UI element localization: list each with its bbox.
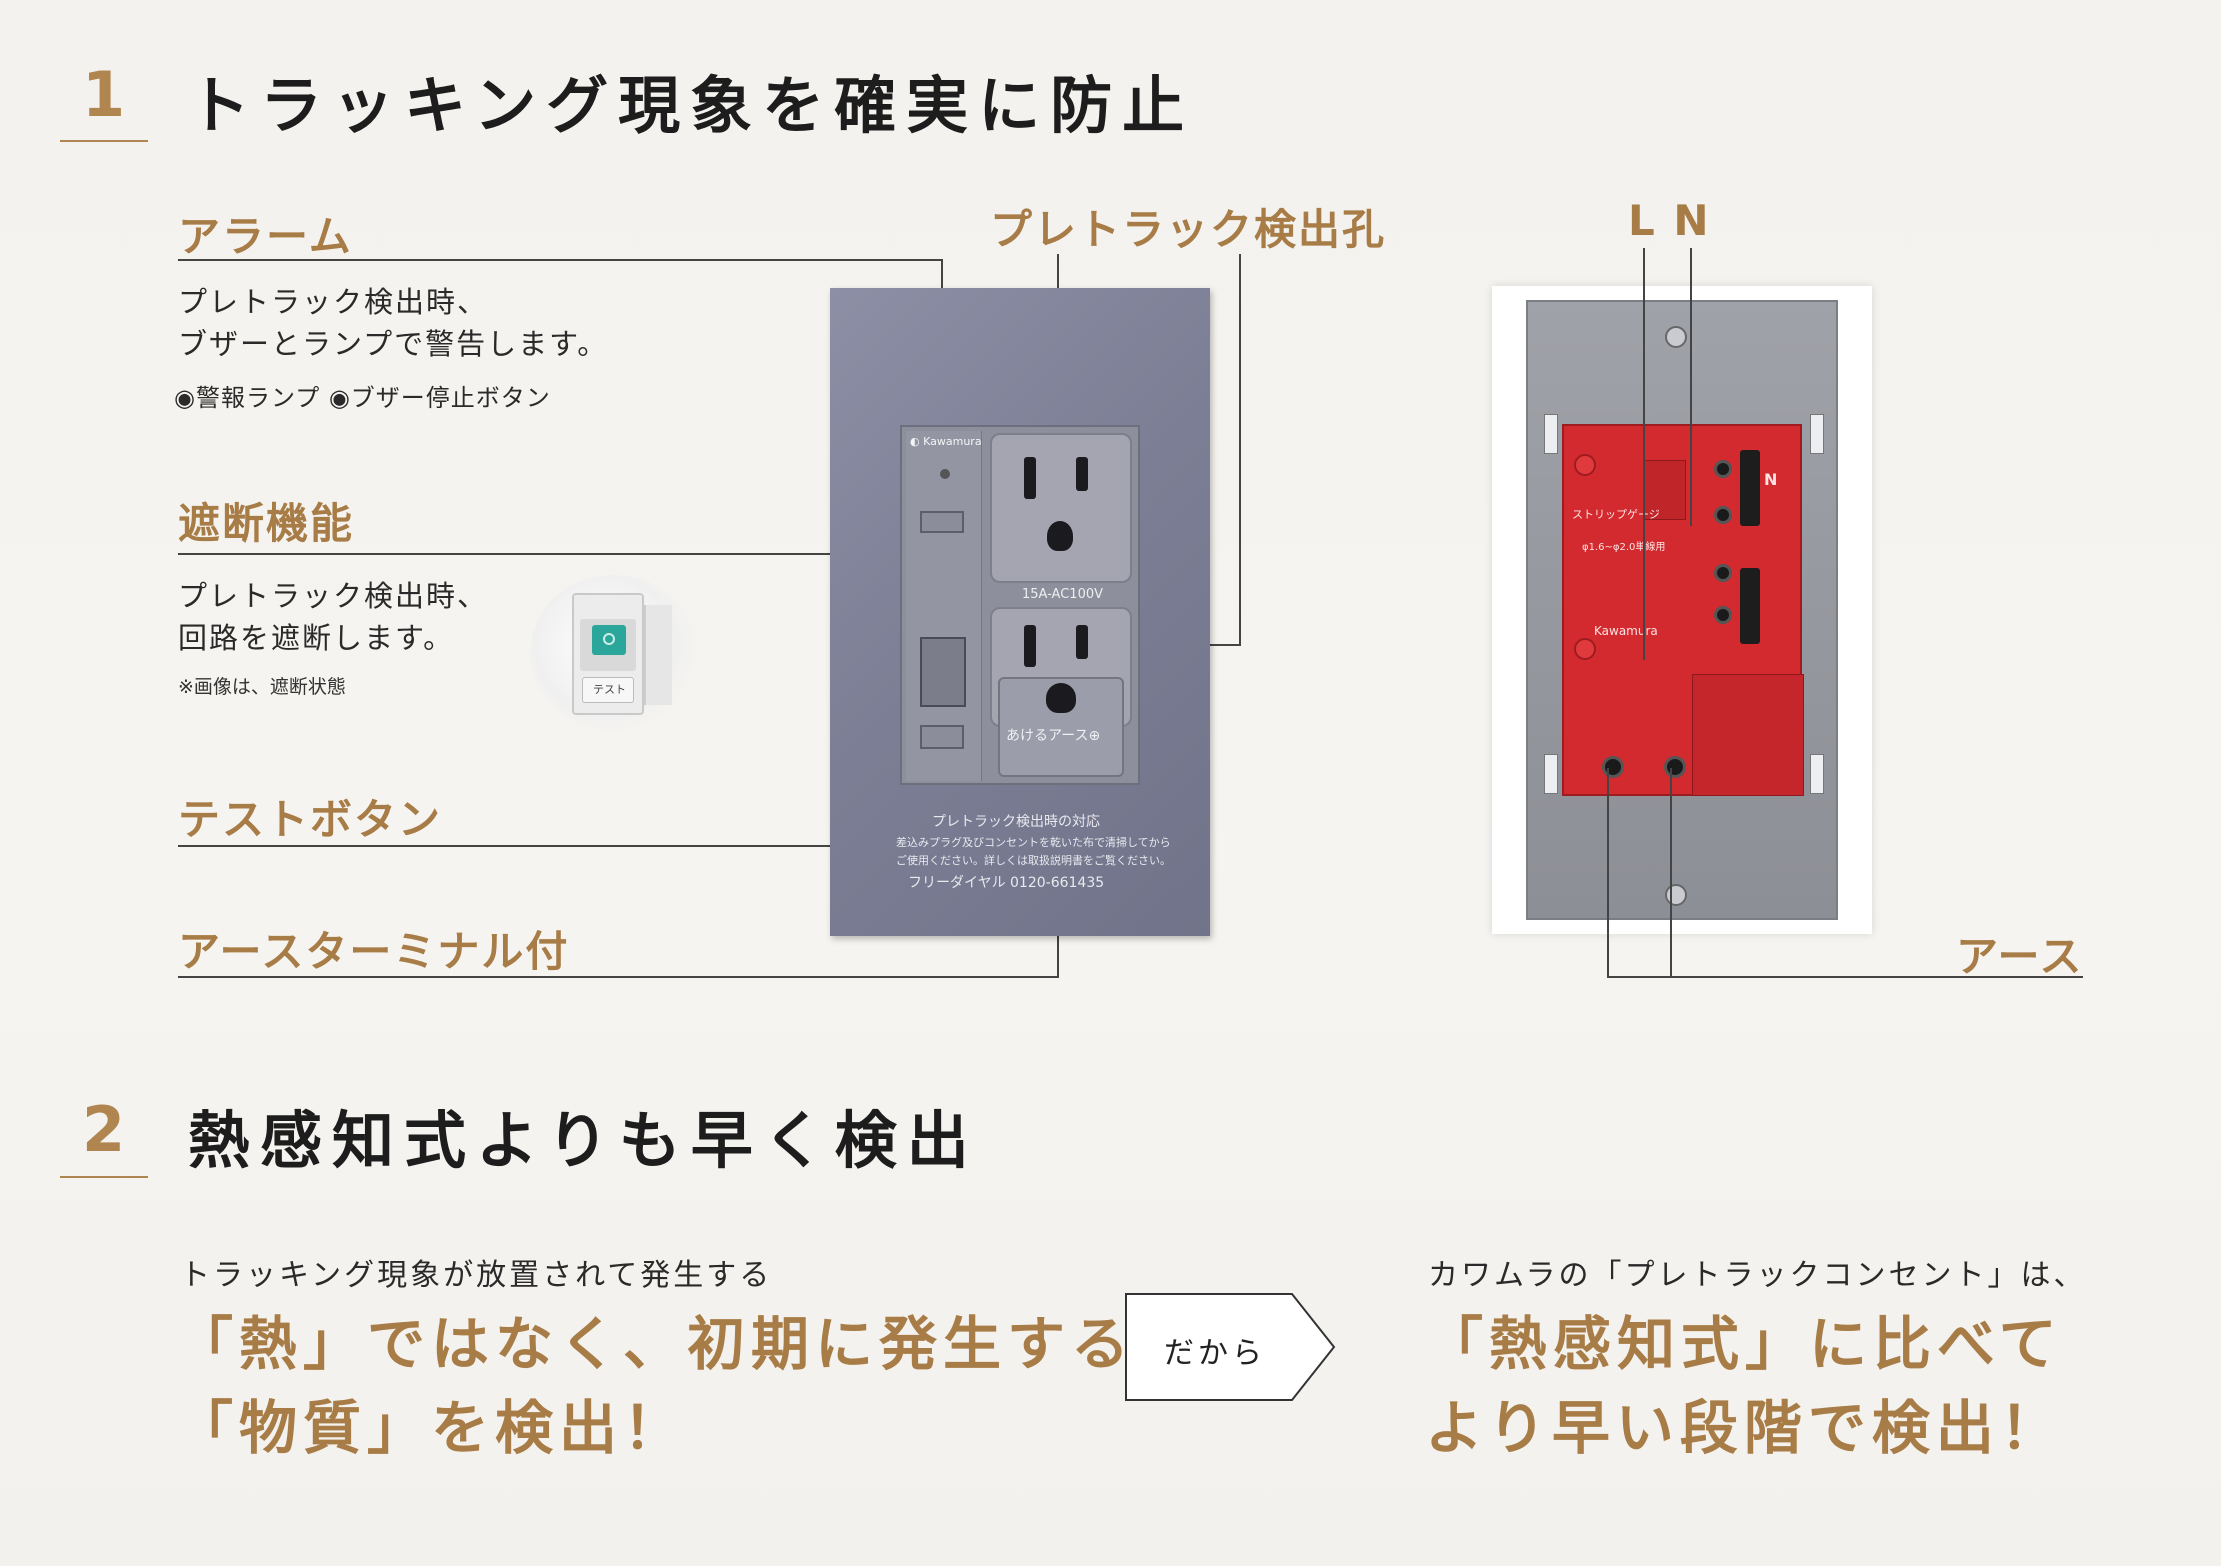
- alarm-desc-line2: ブザーとランプで警告します。: [178, 327, 609, 361]
- section1-title: トラッキング現象を確実に防止: [188, 69, 1195, 142]
- receptacle-upper: [990, 433, 1132, 583]
- earth-terminal-1: [1602, 756, 1624, 778]
- bottom-right-lead: カワムラの「プレトラックコンセント」は、: [1428, 1258, 2087, 1293]
- therefore-label: だから: [1164, 1336, 1266, 1371]
- n-leader-v: [1690, 248, 1692, 526]
- detect-hole-leader-v2: [1239, 254, 1241, 646]
- notice-phone: フリーダイヤル 0120-661435: [908, 875, 1105, 891]
- earth-cover-label: あけるアース⊕: [1006, 728, 1101, 744]
- alarm-lamp-icon: [940, 469, 950, 479]
- l-terminal-upper: [1714, 460, 1732, 478]
- test-button[interactable]: [920, 725, 964, 749]
- section2-number: 2: [82, 1093, 126, 1166]
- screw-bottom-icon: [1665, 884, 1687, 906]
- earth-terminal-heading: アースターミナル付: [178, 927, 570, 976]
- l-leader-v: [1643, 248, 1645, 660]
- earth-cover: あけるアース⊕: [998, 677, 1124, 777]
- slot-right-lower: [1076, 625, 1088, 659]
- cutoff-inset-image: テスト: [530, 575, 698, 731]
- section1-number: 1: [82, 58, 126, 131]
- earth-back-leader-h: [1607, 976, 2083, 978]
- section1-underline: [60, 140, 148, 142]
- earth-r-leader-v: [1670, 768, 1672, 978]
- cutoff-heading: 遮断機能: [178, 499, 355, 548]
- notice-line1: 差込みプラグ及びコンセントを乾いた布で清掃してから: [896, 836, 1171, 849]
- model-label: 15A-AC100V: [1022, 587, 1104, 602]
- cutoff-desc-line2: 回路を遮断します。: [178, 621, 455, 655]
- test-button-heading: テストボタン: [178, 795, 443, 844]
- outlet-back-frame: ストリップゲージ φ1.6~φ2.0単線用 Kawamura N: [1492, 286, 1872, 934]
- notice-line2: ご使用ください。詳しくは取扱説明書をご覧ください。: [896, 854, 1171, 867]
- bottom-left-line1: 「熱」ではなく、初期に発生する: [175, 1310, 1136, 1378]
- bottom-right-line1: 「熱感知式」に比べて: [1425, 1310, 2063, 1378]
- earth-terminal-2: [1664, 756, 1686, 778]
- test-leader-h: [178, 845, 951, 847]
- l-terminal-lower: [1714, 564, 1732, 582]
- brand-name: Kawamura: [923, 435, 982, 448]
- earth-l-leader-v: [1607, 768, 1609, 978]
- buzzer-stop-button[interactable]: [920, 511, 964, 533]
- screw-top-icon: [1665, 326, 1687, 348]
- cutoff-leader-h: [178, 553, 965, 555]
- wire-spec-label: φ1.6~φ2.0単線用: [1582, 542, 1666, 553]
- terminal-body: ストリップゲージ φ1.6~φ2.0単線用 Kawamura N: [1562, 424, 1804, 796]
- slot-left-upper: [1024, 457, 1036, 499]
- notice-title: プレトラック検出時の対応: [932, 814, 1100, 830]
- ln-label: L N: [1628, 196, 1711, 245]
- bottom-left-line2: 「物質」を検出！: [175, 1394, 688, 1462]
- n-terminal-lower: [1714, 606, 1732, 624]
- bottom-right-line2: より早い段階で検出！: [1425, 1394, 2064, 1462]
- cutoff-desc-line1: プレトラック検出時、: [178, 579, 489, 613]
- n-terminal-upper: [1714, 506, 1732, 524]
- earth-hole-upper: [1047, 521, 1073, 551]
- alarm-leader-h: [178, 259, 943, 261]
- alarm-items: ◉警報ランプ ◉ブザー停止ボタン: [174, 384, 551, 412]
- earth-back-label: アース: [1956, 932, 2084, 981]
- detect-hole-heading: プレトラック検出孔: [990, 205, 1387, 254]
- earth-hole-lower: [1046, 683, 1076, 713]
- n-mark: N: [1764, 470, 1778, 489]
- slot-left-lower: [1024, 625, 1036, 667]
- cutoff-window: [920, 637, 966, 707]
- brand-logo: ◐ Kawamura: [910, 435, 982, 448]
- earth-leader-h: [178, 976, 1059, 978]
- strip-gauge-label: ストリップゲージ: [1572, 508, 1660, 521]
- outlet-front-plate: ◐ Kawamura 15A-AC100V あけるアース⊕ プレトラック検出時の…: [830, 288, 1210, 936]
- alarm-desc-line1: プレトラック検出時、: [178, 285, 489, 319]
- therefore-arrow: だから: [1124, 1292, 1338, 1402]
- cutoff-inset-test-label: テスト: [593, 683, 626, 696]
- section2-underline: [60, 1176, 148, 1178]
- section2-title: 熱感知式よりも早く検出: [188, 1104, 979, 1177]
- bottom-left-lead: トラッキング現象が放置されて発生する: [180, 1258, 773, 1293]
- slot-right-upper: [1076, 457, 1088, 491]
- back-brand-label: Kawamura: [1594, 624, 1658, 638]
- outlet-module: ◐ Kawamura 15A-AC100V あけるアース⊕: [900, 425, 1140, 785]
- alarm-heading: アラーム: [178, 212, 353, 261]
- cutoff-note: ※画像は、遮断状態: [178, 676, 346, 698]
- brand-mark-icon: ◐: [910, 435, 924, 448]
